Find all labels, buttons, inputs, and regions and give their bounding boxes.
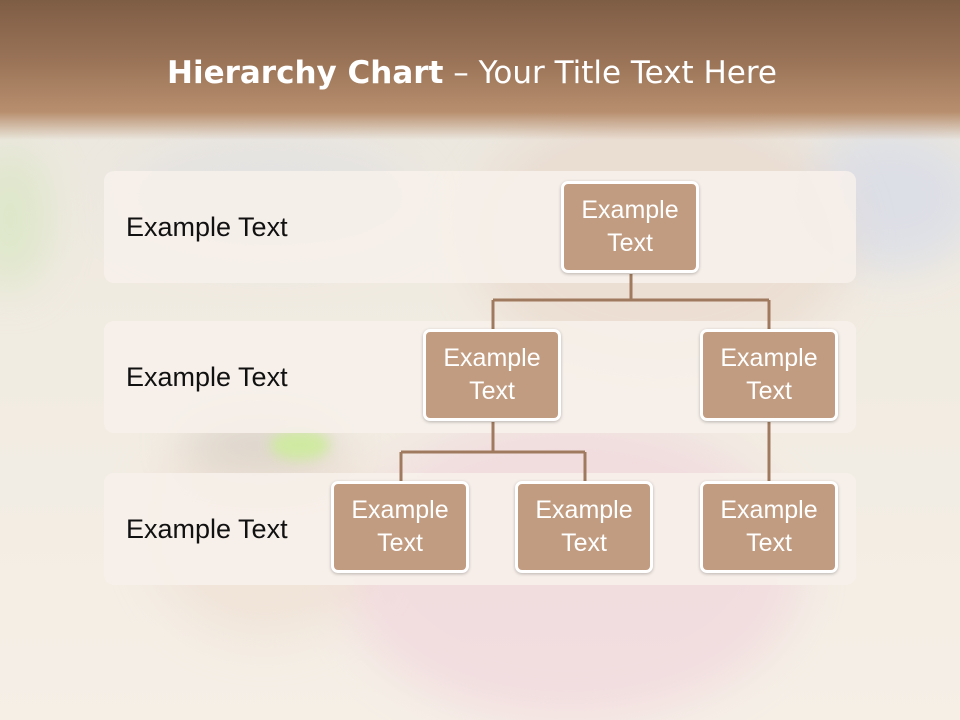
node-level2-left[interactable]: Example Text: [423, 329, 561, 421]
title-bold: Hierarchy Chart: [167, 55, 444, 91]
node-level3-c[interactable]: Example Text: [700, 481, 838, 573]
node-root[interactable]: Example Text: [561, 181, 699, 273]
node-level3-a[interactable]: Example Text: [331, 481, 469, 573]
row-band-1: Example Text: [104, 171, 856, 283]
node-level3-c-text: Example Text: [720, 496, 818, 557]
node-root-text: Example Text: [581, 196, 679, 257]
node-level2-right[interactable]: Example Text: [700, 329, 838, 421]
row-label-3: Example Text: [126, 514, 288, 544]
row-label-1: Example Text: [126, 212, 288, 242]
title-rest: – Your Title Text Here: [443, 55, 777, 91]
slide-title: Hierarchy Chart – Your Title Text Here: [0, 55, 944, 91]
node-level3-b[interactable]: Example Text: [515, 481, 653, 573]
title-bar: [0, 0, 960, 140]
node-level2-left-text: Example Text: [443, 344, 541, 405]
node-level2-right-text: Example Text: [720, 344, 818, 405]
row-label-2: Example Text: [126, 362, 288, 392]
node-level3-b-text: Example Text: [535, 496, 633, 557]
node-level3-a-text: Example Text: [351, 496, 449, 557]
